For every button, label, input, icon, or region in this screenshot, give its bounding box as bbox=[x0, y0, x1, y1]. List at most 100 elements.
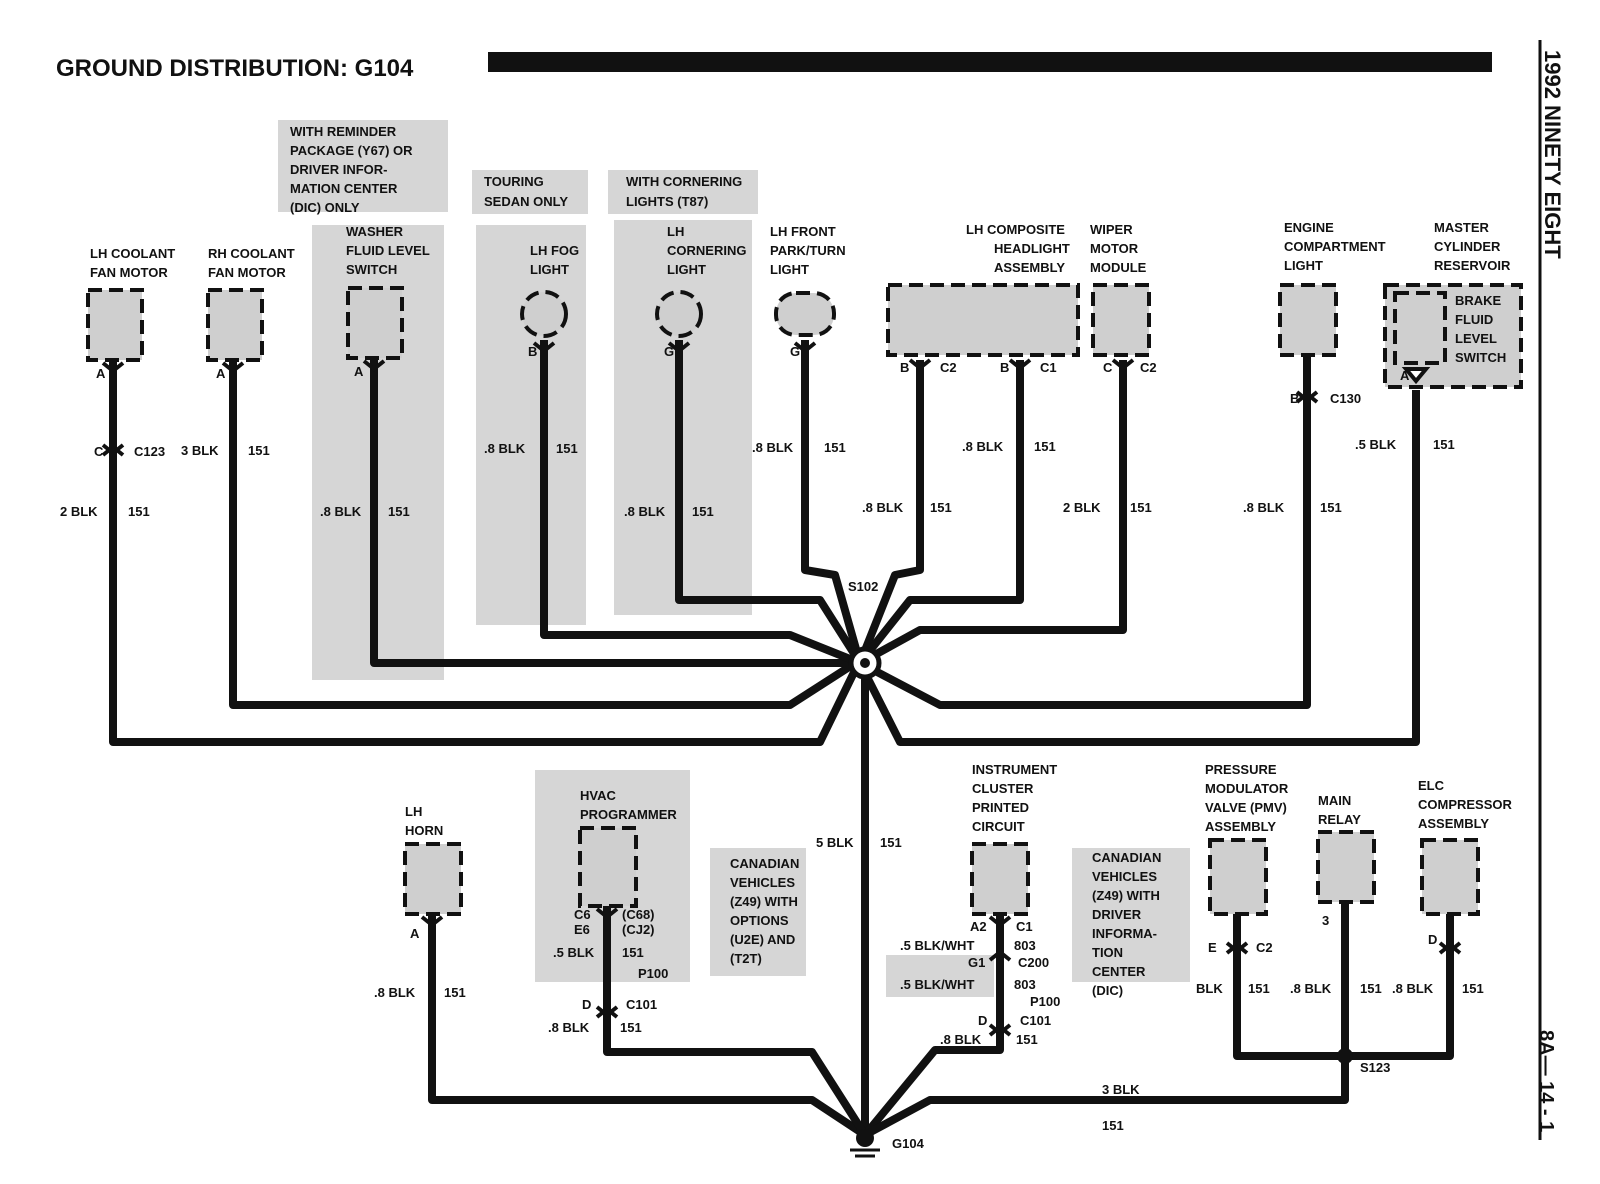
svg-text:WIPER: WIPER bbox=[1090, 222, 1133, 237]
svg-text:.5 BLK/WHT: .5 BLK/WHT bbox=[900, 977, 974, 992]
svg-text:C130: C130 bbox=[1330, 391, 1361, 406]
svg-text:.8 BLK: .8 BLK bbox=[752, 440, 794, 455]
svg-text:FAN MOTOR: FAN MOTOR bbox=[208, 265, 286, 280]
svg-text:C2: C2 bbox=[1256, 940, 1273, 955]
svg-text:B: B bbox=[900, 360, 909, 375]
lh-coolant-fan-motor bbox=[86, 288, 144, 362]
svg-text:C1: C1 bbox=[1016, 919, 1033, 934]
svg-text:FAN MOTOR: FAN MOTOR bbox=[90, 265, 168, 280]
svg-text:LIGHT: LIGHT bbox=[1284, 258, 1323, 273]
svg-text:B: B bbox=[528, 344, 537, 359]
svg-text:COMPARTMENT: COMPARTMENT bbox=[1284, 239, 1386, 254]
svg-text:CYLINDER: CYLINDER bbox=[1434, 239, 1501, 254]
title-bar bbox=[488, 52, 1492, 72]
svg-text:RH COOLANT: RH COOLANT bbox=[208, 246, 295, 261]
svg-text:S123: S123 bbox=[1360, 1060, 1390, 1075]
lh-fog-light bbox=[520, 290, 568, 338]
washer-fluid-switch bbox=[346, 286, 404, 360]
svg-text:HEADLIGHT: HEADLIGHT bbox=[994, 241, 1070, 256]
svg-text:INFORMA-: INFORMA- bbox=[1092, 926, 1157, 941]
shade-touring bbox=[476, 225, 586, 625]
svg-text:151: 151 bbox=[1248, 981, 1270, 996]
wire-comp-b bbox=[856, 360, 924, 665]
wire-cornering bbox=[675, 340, 864, 666]
svg-text:3 BLK: 3 BLK bbox=[181, 443, 219, 458]
wire-comp-b2 bbox=[856, 360, 1024, 666]
svg-text:DRIVER INFOR-: DRIVER INFOR- bbox=[290, 162, 388, 177]
svg-text:151: 151 bbox=[1433, 437, 1455, 452]
svg-text:OPTIONS: OPTIONS bbox=[730, 913, 789, 928]
svg-text:E6: E6 bbox=[574, 922, 590, 937]
svg-text:.8 BLK: .8 BLK bbox=[548, 1020, 590, 1035]
shade-canadian-options bbox=[710, 848, 806, 976]
note-touring: TOURING SEDAN ONLY bbox=[484, 174, 568, 209]
svg-text:HORN: HORN bbox=[405, 823, 443, 838]
svg-text:(CJ2): (CJ2) bbox=[622, 922, 655, 937]
star-ground-center bbox=[860, 658, 870, 668]
svg-text:B: B bbox=[1000, 360, 1009, 375]
svg-text:C: C bbox=[94, 444, 104, 459]
page-number: 8A— 14 - 1 bbox=[1535, 1030, 1557, 1132]
svg-text:803: 803 bbox=[1014, 977, 1036, 992]
svg-text:LIGHT: LIGHT bbox=[667, 262, 706, 277]
svg-text:G: G bbox=[790, 344, 800, 359]
svg-text:151: 151 bbox=[1320, 500, 1342, 515]
hvac-programmer bbox=[578, 826, 638, 908]
svg-text:B: B bbox=[1290, 391, 1299, 406]
svg-text:CANADIAN: CANADIAN bbox=[1092, 850, 1161, 865]
svg-text:BRAKE: BRAKE bbox=[1455, 293, 1502, 308]
main-relay bbox=[1316, 830, 1376, 904]
svg-text:(Z49) WITH: (Z49) WITH bbox=[730, 894, 798, 909]
svg-text:151: 151 bbox=[1360, 981, 1382, 996]
svg-text:D: D bbox=[1428, 932, 1437, 947]
svg-text:151: 151 bbox=[930, 500, 952, 515]
svg-text:C6: C6 bbox=[574, 907, 591, 922]
side-title: 1992 NINETY EIGHT bbox=[1540, 50, 1565, 259]
svg-text:151: 151 bbox=[880, 835, 902, 850]
svg-text:MAIN: MAIN bbox=[1318, 793, 1351, 808]
svg-text:VEHICLES: VEHICLES bbox=[730, 875, 795, 890]
svg-text:G: G bbox=[664, 344, 674, 359]
wire-hvac bbox=[603, 905, 869, 1138]
lh-composite-headlight bbox=[886, 283, 1080, 357]
svg-text:LH FRONT: LH FRONT bbox=[770, 224, 836, 239]
svg-text:C200: C200 bbox=[1018, 955, 1049, 970]
svg-text:(U2E) AND: (U2E) AND bbox=[730, 932, 795, 947]
svg-text:LH: LH bbox=[405, 804, 422, 819]
lh-cornering-light bbox=[655, 290, 703, 338]
shade-cornering-label bbox=[608, 170, 758, 214]
svg-text:P100: P100 bbox=[638, 966, 668, 981]
svg-text:.8 BLK: .8 BLK bbox=[484, 441, 526, 456]
svg-text:A: A bbox=[96, 366, 106, 381]
svg-text:(DIC): (DIC) bbox=[1092, 983, 1123, 998]
svg-text:.8 BLK: .8 BLK bbox=[624, 504, 666, 519]
wire-lh-coolant bbox=[109, 350, 864, 746]
svg-text:DRIVER: DRIVER bbox=[1092, 907, 1142, 922]
svg-text:PACKAGE (Y67) OR: PACKAGE (Y67) OR bbox=[290, 143, 413, 158]
svg-text:A: A bbox=[1400, 368, 1410, 383]
svg-text:WASHER: WASHER bbox=[346, 224, 404, 239]
svg-text:VEHICLES: VEHICLES bbox=[1092, 869, 1157, 884]
svg-text:LIGHTS (T87): LIGHTS (T87) bbox=[626, 194, 708, 209]
svg-text:151: 151 bbox=[444, 985, 466, 1000]
svg-text:INSTRUMENT: INSTRUMENT bbox=[972, 762, 1057, 777]
svg-text:A: A bbox=[410, 926, 420, 941]
svg-text:LH COOLANT: LH COOLANT bbox=[90, 246, 175, 261]
pmv-assembly bbox=[1208, 838, 1268, 916]
svg-text:TOURING: TOURING bbox=[484, 174, 544, 189]
svg-text:.8 BLK: .8 BLK bbox=[1243, 500, 1285, 515]
wire-wiper bbox=[858, 360, 1127, 667]
svg-text:.5 BLK/WHT: .5 BLK/WHT bbox=[900, 938, 974, 953]
svg-text:D: D bbox=[582, 997, 591, 1012]
wire-s123 bbox=[863, 1057, 1349, 1139]
svg-text:COMPRESSOR: COMPRESSOR bbox=[1418, 797, 1513, 812]
svg-text:3 BLK: 3 BLK bbox=[1102, 1082, 1140, 1097]
svg-text:151: 151 bbox=[620, 1020, 642, 1035]
svg-text:151: 151 bbox=[556, 441, 578, 456]
wiper-motor-module bbox=[1091, 283, 1151, 357]
svg-text:RELAY: RELAY bbox=[1318, 812, 1361, 827]
svg-text:SWITCH: SWITCH bbox=[346, 262, 397, 277]
brake-fluid-switch bbox=[1393, 291, 1447, 365]
